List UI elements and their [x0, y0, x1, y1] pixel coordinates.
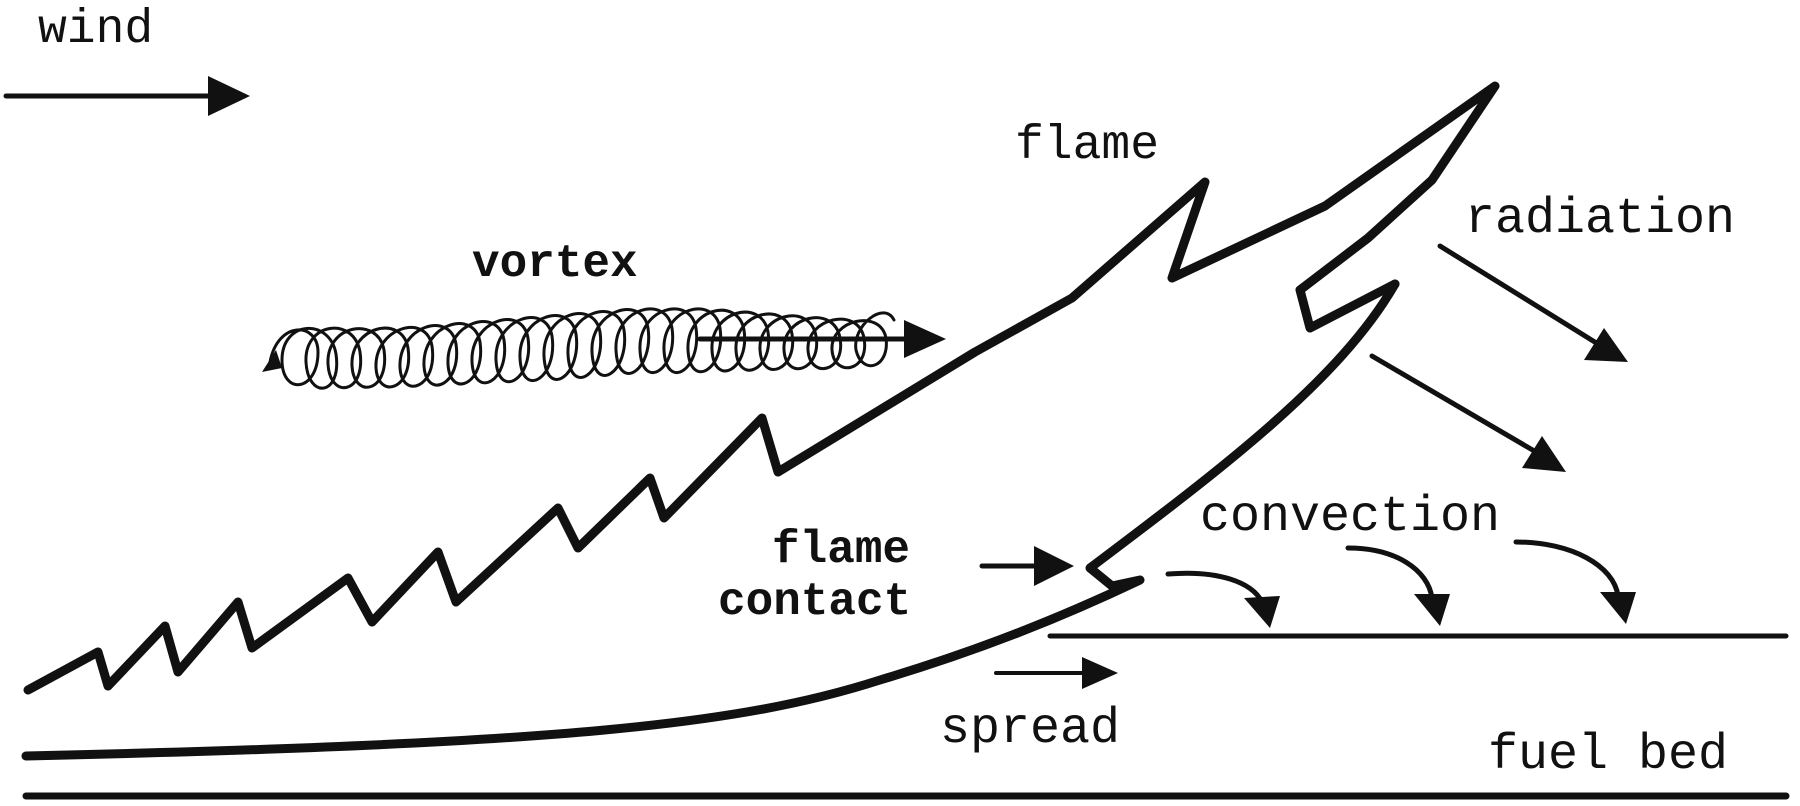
wind-arrow [3, 76, 250, 116]
flame-contact-arrow [979, 546, 1074, 586]
flame-contact-label-line1: flame [772, 524, 910, 576]
spread-label: spread [940, 701, 1120, 758]
convection-arrow-2 [1345, 545, 1450, 626]
vortex-label: vortex [472, 238, 638, 290]
wind-label: wind [38, 3, 153, 57]
vortex-arrow [697, 320, 946, 358]
convection-arrow-3 [1513, 539, 1636, 624]
convection-label: convection [1200, 489, 1500, 546]
convection-arrow-1 [1165, 570, 1280, 628]
flame-label: flame [1015, 119, 1159, 173]
spread-arrow [994, 657, 1118, 689]
flame-outline-base [21, 279, 1400, 761]
radiation-arrow-lower [1369, 353, 1566, 472]
radiation-arrow-upper [1437, 243, 1628, 362]
flame-outline-front [23, 81, 1500, 695]
vortex-tail-tip [262, 350, 282, 372]
radiation-label: radiation [1465, 191, 1735, 248]
vortex-coil [262, 307, 896, 390]
flame-contact-label-line2: contact [718, 576, 911, 628]
fuel-bed-label: fuel bed [1488, 727, 1728, 784]
